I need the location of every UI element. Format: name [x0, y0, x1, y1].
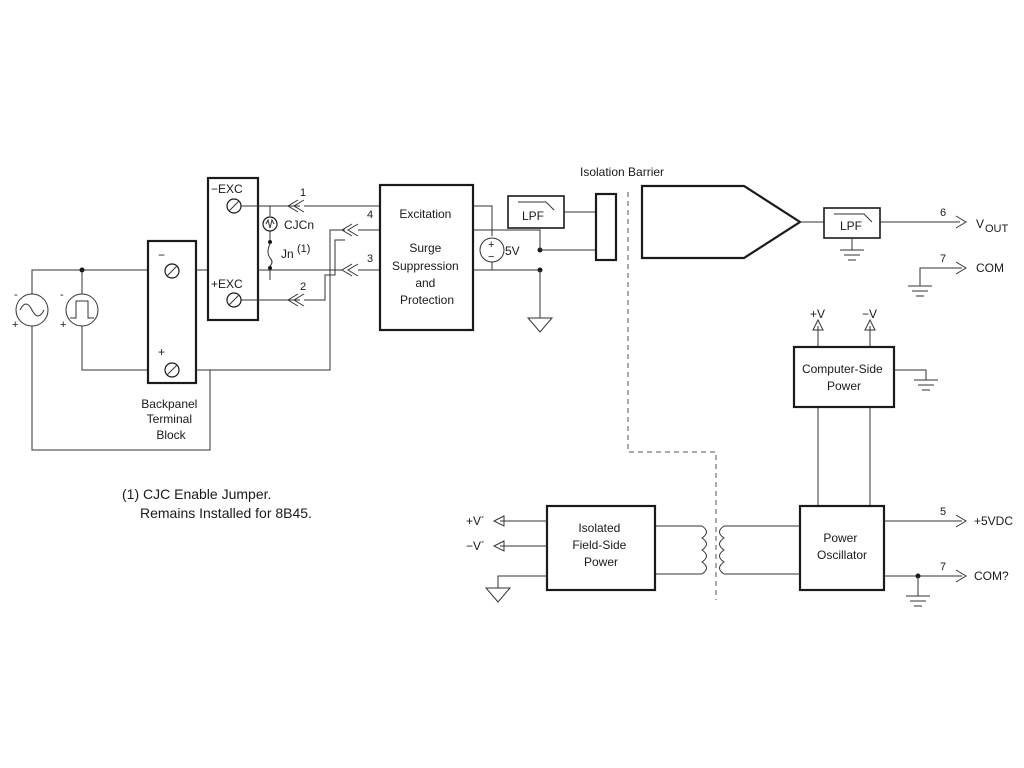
left-arrow-icon [492, 540, 505, 552]
up-arrow-icon [864, 318, 876, 331]
neg-exc-label: −EXC [211, 182, 243, 196]
output-arrow-icon [955, 569, 967, 583]
ac-source-plus: + [12, 319, 18, 331]
pin2-label: 2 [300, 281, 306, 293]
cjcn-label: CJCn [284, 218, 314, 232]
output-lpf: LPF 6 V OUT [823, 207, 1009, 261]
vout-label: V [976, 217, 984, 231]
jn-footnote-label: (1) [297, 243, 310, 255]
plus-v-label: +V [810, 307, 825, 321]
com-output: 7 COM [908, 253, 1004, 297]
footnote: (1) CJC Enable Jumper. Remains Installed… [122, 486, 312, 521]
plus-5vdc-label: +5VDC [974, 514, 1013, 528]
power-oscillator-label: Power Oscillator [817, 531, 867, 562]
isolated-field-side-power: Isolated Field-Side Power +V´ −V´ [466, 504, 657, 603]
connector-arrow-icon [341, 263, 359, 277]
vout-subscript: OUT [985, 223, 1009, 235]
wire-terminal-pos [196, 229, 345, 371]
lpf-symbol-icon [834, 213, 873, 223]
ground-icon [484, 587, 512, 603]
pin5-label: 5 [940, 506, 946, 518]
minus-v-label: −V [862, 307, 877, 321]
pin6-label: 6 [940, 207, 946, 219]
footnote-line-2: Remains Installed for 8B45. [140, 505, 312, 521]
terminal-plus: + [158, 345, 165, 359]
output-arrow-icon [955, 215, 967, 229]
isolated-power-label: Isolated Field-Side Power [572, 521, 629, 569]
minus-vprime-label: −V´ [466, 539, 485, 553]
com-q-label: COM? [974, 569, 1009, 583]
isolation-barrier: Isolation Barrier [580, 165, 717, 600]
junction-dot [79, 267, 85, 273]
transformer-coil-icon [701, 525, 707, 575]
lpf-in-label: LPF [522, 209, 544, 223]
ground-icon [914, 379, 938, 391]
connector-arrow-icon [287, 199, 305, 213]
isolation-transformer [655, 525, 800, 575]
lpf-out-label: LPF [840, 219, 862, 233]
excitation-block: Excitation Surge Suppression and Protect… [378, 183, 475, 332]
transformer-coil-icon [719, 525, 725, 575]
footnote-line-1: (1) CJC Enable Jumper. [122, 486, 271, 502]
pin1-label: 1 [300, 187, 306, 199]
pulse-source-icon [65, 293, 99, 327]
jn-label: Jn [281, 247, 294, 261]
computer-power-label: Computer-Side Power [802, 362, 886, 393]
thermistor-icon [262, 216, 278, 232]
com-label: COM [976, 261, 1004, 275]
isolation-line [627, 192, 717, 600]
pin3-label: 3 [367, 253, 373, 265]
jumper-icon [267, 243, 273, 267]
ground-icon [906, 595, 930, 607]
backpanel-label: Backpanel Terminal Block [141, 397, 200, 442]
wire-source-top [31, 269, 148, 294]
computer-side-power: Computer-Side Power +V −V [792, 307, 938, 506]
backpanel-terminal-block: − + Backpanel Terminal Block [141, 239, 200, 442]
ground-icon [840, 249, 864, 261]
ground-icon [526, 317, 554, 333]
terminal-minus: − [158, 248, 165, 262]
pin4-label: 4 [367, 209, 373, 221]
ref-plus: + [488, 239, 494, 251]
pin7a-label: 7 [940, 253, 946, 265]
wire-pulse-bottom [81, 326, 148, 371]
pin7b-label: 7 [940, 561, 946, 573]
pulse-source-plus: + [60, 319, 66, 331]
pulse-source-minus: - [60, 289, 64, 301]
sine-wave-icon [19, 303, 45, 317]
left-arrow-icon [492, 515, 505, 527]
connector-arrow-icon [341, 223, 359, 237]
ac-source-minus: - [14, 289, 18, 301]
input-lpf: LPF [507, 195, 596, 229]
ref-minus: − [488, 251, 494, 263]
connector-arrow-icon [287, 293, 305, 307]
plus-vprime-label: +V´ [466, 514, 485, 528]
output-arrow-icon [955, 514, 967, 528]
output-amplifier [640, 184, 824, 260]
reference-source: + − 5V [473, 205, 596, 333]
lpf-symbol-icon [518, 201, 555, 211]
cjc-network: CJCn Jn (1) [241, 205, 314, 301]
isolation-barrier-label: Isolation Barrier [580, 165, 664, 179]
up-arrow-icon [812, 318, 824, 331]
excitation-block-label: Excitation Surge Suppression and Protect… [392, 207, 462, 307]
pos-exc-label: +EXC [211, 277, 243, 291]
field-connectors: 1 4 3 2 [258, 187, 380, 307]
src-5v-label: 5V [505, 244, 520, 258]
ground-icon [908, 285, 932, 297]
square-wave-icon [70, 300, 94, 319]
output-arrow-icon [955, 261, 967, 275]
power-oscillator: Power Oscillator 5 +5VDC 7 COM? [798, 504, 1013, 607]
exc-terminal-block: −EXC +EXC [206, 176, 260, 322]
